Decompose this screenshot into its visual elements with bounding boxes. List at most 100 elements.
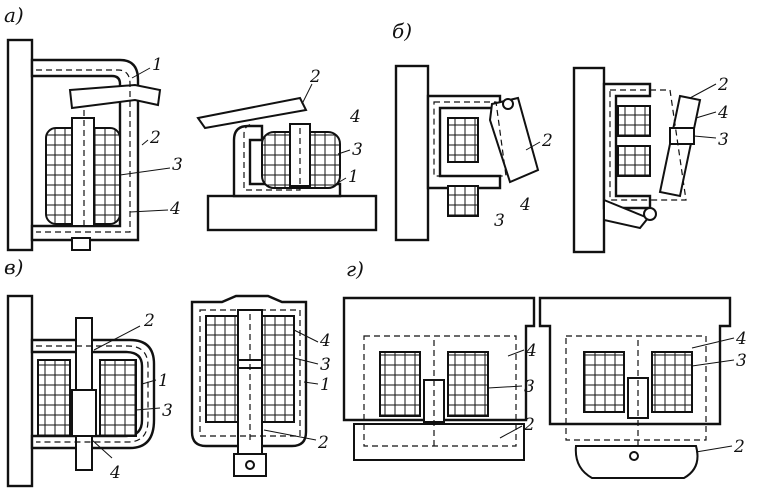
flux-path-outer bbox=[565, 335, 707, 441]
magnetic-core bbox=[30, 58, 140, 242]
leader-3 bbox=[693, 135, 717, 139]
leader-2 bbox=[301, 83, 313, 105]
gap-pole bbox=[627, 377, 649, 419]
mount-plate bbox=[6, 38, 34, 252]
coil-left bbox=[37, 359, 71, 437]
coil-lower bbox=[447, 185, 479, 217]
leader-2 bbox=[695, 445, 733, 453]
device-a2: 2 4 3 1 bbox=[196, 67, 378, 232]
core-pole bbox=[289, 123, 311, 187]
coil-right bbox=[99, 359, 137, 437]
label-1: 1 bbox=[152, 55, 163, 75]
magnetic-core bbox=[30, 338, 156, 450]
leader-4 bbox=[129, 209, 169, 213]
label-2: 2 bbox=[309, 67, 321, 87]
label-4: 4 bbox=[319, 331, 331, 351]
flux-path-outer bbox=[363, 335, 517, 447]
mount-plate bbox=[572, 66, 606, 254]
label-4: 4 bbox=[519, 195, 531, 215]
leader-4 bbox=[695, 111, 717, 119]
section-a-label: а) bbox=[4, 3, 24, 27]
device-g1: 4 3 2 bbox=[342, 296, 537, 461]
eye-hole bbox=[245, 460, 255, 470]
coil-right bbox=[261, 315, 295, 423]
section-b: б) 2 4 3 2 bbox=[392, 19, 729, 254]
leader-2 bbox=[93, 325, 141, 351]
armature bbox=[353, 423, 525, 461]
device-g2: 4 3 2 bbox=[538, 296, 747, 479]
coil-lower bbox=[617, 145, 651, 177]
base-plate bbox=[206, 194, 378, 232]
label-2: 2 bbox=[149, 128, 161, 148]
section-g: г) 4 3 2 4 bbox=[342, 257, 747, 479]
label-4: 4 bbox=[169, 199, 181, 219]
armature bbox=[196, 96, 308, 130]
hinge-bracket bbox=[603, 198, 650, 230]
armature bbox=[68, 83, 162, 110]
flux-path bbox=[36, 345, 149, 443]
leader-2 bbox=[525, 141, 541, 151]
armature bbox=[488, 96, 540, 184]
label-3: 3 bbox=[718, 130, 729, 150]
leader-4 bbox=[691, 337, 735, 349]
label-2: 2 bbox=[733, 437, 745, 457]
label-2: 2 bbox=[143, 311, 155, 331]
core-pole bbox=[71, 117, 95, 227]
flux-path bbox=[433, 101, 507, 177]
coil-upper bbox=[447, 117, 479, 163]
leader-3 bbox=[337, 149, 351, 155]
label-3: 3 bbox=[524, 377, 535, 397]
coil-upper bbox=[617, 105, 651, 137]
label-1: 1 bbox=[348, 167, 359, 187]
device-v2: 4 3 1 2 bbox=[190, 294, 331, 477]
section-v-label: в) bbox=[4, 255, 23, 279]
pivot bbox=[502, 98, 514, 110]
plunger bbox=[237, 367, 263, 459]
mount-plate bbox=[6, 294, 34, 488]
mount-plate bbox=[394, 64, 430, 242]
label-2: 2 bbox=[541, 131, 553, 151]
pivot bbox=[643, 207, 657, 221]
armature-pin bbox=[629, 451, 639, 461]
section-a: а) 1 2 3 4 bbox=[4, 3, 378, 252]
leader-3 bbox=[487, 385, 523, 389]
leader-1 bbox=[303, 381, 319, 385]
label-4: 4 bbox=[349, 107, 361, 127]
label-2: 2 bbox=[523, 415, 535, 435]
leader-3 bbox=[119, 167, 171, 176]
plunger bbox=[71, 389, 97, 437]
leader-1 bbox=[141, 379, 157, 385]
label-3: 3 bbox=[494, 211, 505, 231]
section-b-label: б) bbox=[392, 19, 412, 43]
leader-1 bbox=[131, 67, 151, 79]
section-g-label: г) bbox=[346, 257, 364, 281]
leader-4 bbox=[91, 439, 113, 459]
coil-right bbox=[447, 351, 489, 417]
label-4: 4 bbox=[735, 329, 747, 349]
flux-path bbox=[36, 69, 131, 233]
label-3: 3 bbox=[172, 155, 183, 175]
leader-3 bbox=[135, 407, 161, 411]
device-b1: 2 4 3 bbox=[394, 64, 553, 242]
label-4: 4 bbox=[109, 463, 121, 483]
leader-2 bbox=[689, 83, 717, 99]
flux-path bbox=[609, 89, 687, 201]
label-3: 3 bbox=[320, 355, 331, 375]
coil-left bbox=[379, 351, 421, 417]
leader-1 bbox=[335, 177, 347, 185]
terminal bbox=[71, 237, 91, 251]
leader-2 bbox=[499, 425, 523, 439]
label-3: 3 bbox=[736, 351, 747, 371]
label-2: 2 bbox=[317, 433, 329, 453]
leader-3 bbox=[691, 359, 735, 367]
flux-path-outer bbox=[199, 309, 301, 437]
label-1: 1 bbox=[320, 375, 331, 395]
label-1: 1 bbox=[158, 371, 169, 391]
label-4: 4 bbox=[525, 341, 537, 361]
leader-4 bbox=[507, 349, 525, 357]
leader-3 bbox=[293, 357, 319, 365]
armature bbox=[574, 445, 699, 479]
device-v1: 2 1 3 4 bbox=[6, 294, 173, 488]
leader-2 bbox=[263, 429, 317, 441]
contact bbox=[669, 127, 695, 145]
